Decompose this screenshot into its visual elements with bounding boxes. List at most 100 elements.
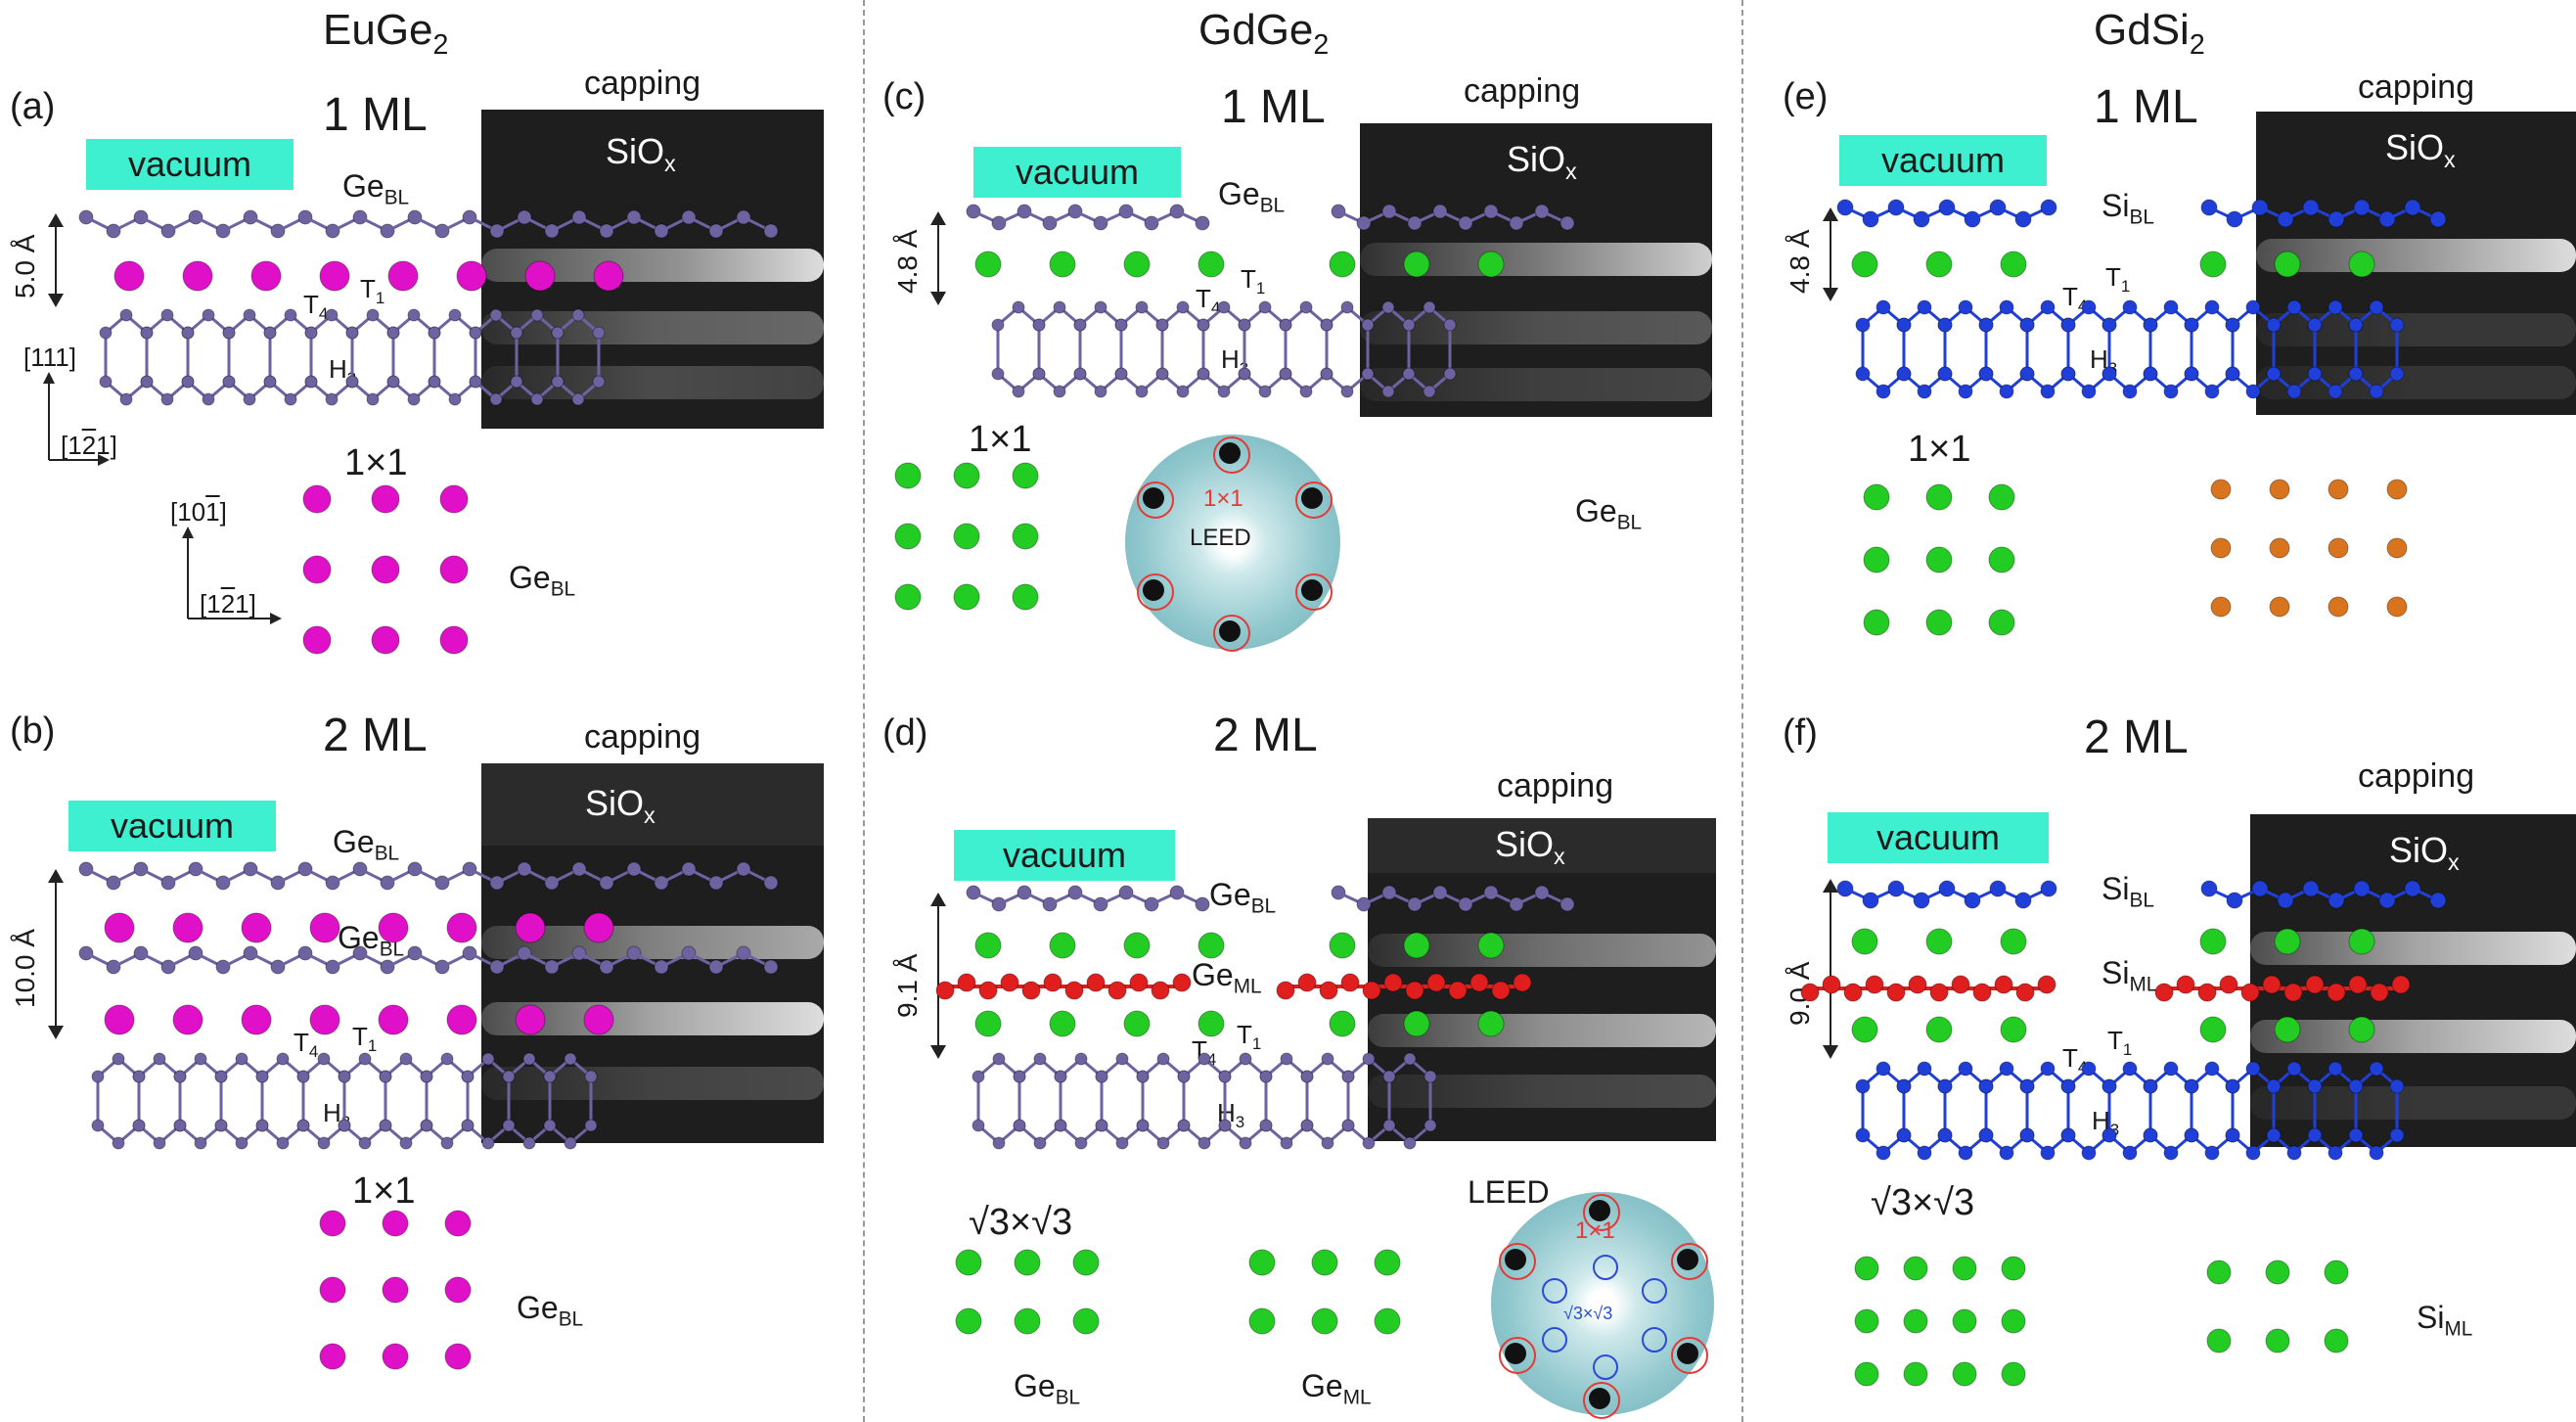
panel-e-substrate-atom xyxy=(1999,384,2014,399)
panel-b-eu-atom xyxy=(446,912,477,943)
panel-e-substrate-atom xyxy=(2225,366,2240,382)
panel-d-top-ml-gd xyxy=(1311,1307,1338,1335)
panel-c-substrate-atom xyxy=(1135,300,1149,314)
panel-e-top-orange xyxy=(2269,537,2290,559)
panel-a-t1: T1 xyxy=(360,274,385,308)
panel-e-substrate-atom xyxy=(2389,366,2405,382)
panel-f-substrate-atom xyxy=(2163,1145,2179,1161)
panel-d-top-ml-gd xyxy=(1311,1249,1338,1276)
panel-b-surface-ge-bl: GeBL xyxy=(517,1290,584,1331)
panel-d-substrate-atom xyxy=(1054,1119,1067,1132)
panel-d-capping: capping xyxy=(1497,767,1614,804)
panel-d-substrate-atom xyxy=(1156,1136,1170,1150)
panel-c-substrate-atom xyxy=(1340,385,1354,398)
panel-b-substrate-atom xyxy=(173,1119,187,1132)
panel-a-substrate-atom xyxy=(428,375,441,389)
panel-a-substrate-atom xyxy=(99,375,113,389)
panel-d-substrate-atom xyxy=(1074,1052,1088,1066)
panel-e-substrate-atom xyxy=(2369,384,2384,399)
panel-a-top-eu xyxy=(302,555,332,584)
panel-c-substrate-atom xyxy=(1381,300,1395,314)
panel-d-ge-monolayer-atom xyxy=(1151,981,1170,1000)
panel-d-leed-label: LEED xyxy=(1468,1174,1550,1210)
panel-a-substrate-atom xyxy=(448,392,462,406)
panel-e-substrate-atom xyxy=(2081,299,2097,315)
panel-c-leed-pattern: 1×1 LEED xyxy=(1125,435,1340,652)
panel-e-substrate-atom xyxy=(2307,366,2323,382)
panel-f-si-monolayer-atom xyxy=(2348,975,2368,994)
panel-f-substrate-atom xyxy=(1958,1061,1973,1077)
panel-d-substrate-atom xyxy=(1424,1119,1437,1132)
panel-d-ge-monolayer-atom xyxy=(1426,973,1446,992)
panel-b-substrate-atom xyxy=(481,1136,495,1150)
panel-e-substrate-atom xyxy=(2101,317,2117,333)
panel-f-substrate-atom xyxy=(1917,1061,1932,1077)
panel-a-substrate-atom xyxy=(551,326,565,340)
panel-a-surface-ge-bl: GeBL xyxy=(509,560,576,601)
panel-f-si-monolayer-atom xyxy=(1972,983,1992,1002)
panel-f-top-gd xyxy=(1854,1256,1879,1281)
panel-e-top-orange xyxy=(2327,596,2349,618)
panel-d-substrate-atom xyxy=(1013,1119,1026,1132)
panel-e-substrate-atom xyxy=(2286,384,2302,399)
panel-b-ml: 2 ML xyxy=(323,710,428,761)
panel-d-ge-monolayer-atom xyxy=(1000,973,1019,992)
panel-e-top-gd xyxy=(1863,483,1890,511)
panel-d-substrate-atom xyxy=(1218,1070,1232,1083)
panel-f-substrate-atom xyxy=(1958,1145,1973,1161)
panel-c-substrate-atom xyxy=(1402,318,1416,332)
panel-e-top-orange xyxy=(2269,479,2290,500)
panel-e-gd-atom xyxy=(2274,251,2301,278)
panel-c-substrate-atom xyxy=(1423,300,1436,314)
panel-d-substrate-atom xyxy=(1382,1070,1396,1083)
panel-c-substrate-atom xyxy=(1073,367,1087,381)
panel-e-substrate-atom xyxy=(2060,317,2076,333)
panel-e-substrate-atom xyxy=(2204,299,2220,315)
panel-e-substrate-atom xyxy=(1917,384,1932,399)
panel-f-si-monolayer-atom xyxy=(2176,975,2195,994)
panel-a-substrate-atom xyxy=(366,392,380,406)
panel-a-top-eu xyxy=(439,625,469,655)
panel-e-gd-atom xyxy=(1925,251,1953,278)
panel-d-substrate-atom xyxy=(1362,1136,1376,1150)
panel-b-substrate-atom xyxy=(173,1070,187,1083)
panel-b-substrate-atom xyxy=(420,1119,433,1132)
panel-a-eu-atom xyxy=(319,260,350,292)
panel-e-substrate-atom xyxy=(2389,317,2405,333)
panel-f-substrate-atom xyxy=(2266,1127,2282,1143)
panel-e-top-orange xyxy=(2386,596,2408,618)
panel-e-top-orange xyxy=(2327,479,2349,500)
panel-b-substrate-atom xyxy=(276,1052,290,1066)
panel-f-si-monolayer-atom xyxy=(1994,975,2013,994)
panel-c-leed-label: LEED xyxy=(1190,525,1251,551)
panel-a-substrate-atom xyxy=(263,326,277,340)
panel-c-t1: T1 xyxy=(1241,264,1266,298)
panel-a-thickness-arrow xyxy=(48,213,64,307)
panel-d-leed-pattern: 1×1 √3×√3 xyxy=(1491,1192,1714,1419)
panel-b-ge-bl: GeBL xyxy=(333,824,400,865)
panel-d-substrate-atom xyxy=(1403,1052,1417,1066)
panel-a-t4: T4 xyxy=(303,290,329,324)
panel-d-ge-bl: GeBL xyxy=(1209,877,1277,918)
panel-d-ge-monolayer-atom xyxy=(957,973,976,992)
panel-d-ge-monolayer-atom xyxy=(1383,973,1403,992)
panel-f-siox: SiOx xyxy=(2389,830,2460,876)
panel-b-eu-atom xyxy=(583,912,614,943)
panel-b-t1: T1 xyxy=(352,1022,378,1056)
panel-d-ge-bilayer-atom xyxy=(1195,896,1210,912)
panel-d-surface-ge-ml: GeML xyxy=(1301,1368,1372,1409)
panel-b-substrate-atom xyxy=(235,1052,249,1066)
panel-b-substrate-atom xyxy=(358,1052,372,1066)
panel-f-substrate-atom xyxy=(1876,1061,1891,1077)
panel-f-substrate-atom xyxy=(2369,1061,2384,1077)
panel-f-si-monolayer-atom xyxy=(2015,983,2035,1002)
panel-f-substrate-atom xyxy=(2204,1145,2220,1161)
panel-b-top-eu xyxy=(444,1343,472,1370)
panel-b-substrate-atom xyxy=(461,1119,475,1132)
panel-e-si-bl: SiBL xyxy=(2101,188,2154,229)
panel-a-substrate-atom xyxy=(428,326,441,340)
panel-b-substrate-atom xyxy=(379,1119,392,1132)
panel-a-eu-atom xyxy=(182,260,213,292)
